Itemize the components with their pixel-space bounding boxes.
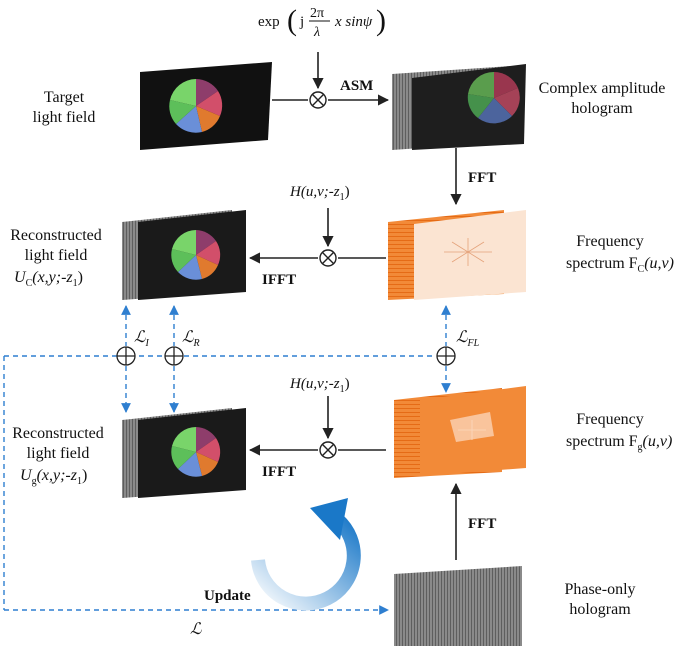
formula-j: j: [299, 14, 304, 30]
reconstructed-g-image: [122, 408, 246, 498]
update-cycle-icon: [251, 498, 361, 611]
label-loss-r: ℒR: [182, 329, 200, 349]
reconstructed-c-image: [122, 210, 246, 300]
label-phase-only-line1: Phase-only: [564, 581, 635, 598]
label-loss-i: ℒI: [134, 329, 150, 349]
formula-den: λ: [313, 25, 320, 40]
frequency-spectrum-c-image: [388, 210, 526, 300]
formula-paren-close: ): [376, 4, 386, 37]
label-freqg-line1: Frequency: [576, 411, 644, 428]
label-complex-line2: hologram: [571, 100, 633, 117]
label-reconc-line2: light field: [25, 247, 88, 264]
sum-node-i: [116, 346, 136, 366]
multiply-symbols: [309, 91, 337, 459]
label-reconc-line1: Reconstructed: [10, 227, 102, 244]
label-complex-line1: Complex amplitude: [539, 80, 666, 97]
label-fft-bottom: FFT: [468, 516, 496, 532]
label-freqc-line1: Frequency: [576, 233, 644, 250]
complex-amplitude-hologram-image: [392, 64, 526, 150]
formula-top: exp ( j 2π λ x sinψ ): [258, 4, 386, 40]
label-target-line2: light field: [33, 109, 96, 126]
loss-paths: [3, 305, 451, 615]
phase-only-hologram-image: [394, 566, 522, 646]
multiply-node-2: [319, 249, 337, 267]
formula-tail: x sinψ: [334, 14, 373, 30]
multiply-node-3: [319, 441, 337, 459]
frequency-spectrum-g-image: [394, 386, 526, 478]
label-ifft-bottom: IFFT: [262, 464, 296, 480]
label-update: Update: [204, 588, 251, 604]
label-recong-line2: light field: [27, 445, 90, 462]
label-target-line1: Target: [44, 89, 85, 106]
formula-exp: exp: [258, 14, 280, 30]
label-loss-total: ℒ: [190, 621, 202, 638]
label-freqc-line2: spectrum FC(u,v): [566, 255, 674, 275]
sum-symbols: [116, 346, 456, 366]
target-light-field-image: [140, 62, 272, 150]
label-freqg-line2: spectrum Fg(u,v): [566, 433, 672, 453]
label-ifft-top: IFFT: [262, 272, 296, 288]
label-fft-top: FFT: [468, 170, 496, 186]
label-h-top: H(u,v;-z1): [289, 184, 350, 203]
label-phase-only-line2: hologram: [569, 601, 631, 618]
formula-num: 2π: [310, 6, 324, 21]
label-recong-line1: Reconstructed: [12, 425, 104, 442]
sum-node-r: [164, 346, 184, 366]
label-asm: ASM: [340, 78, 373, 94]
formula-paren-open: (: [287, 4, 297, 37]
label-reconc-line3: UC(x,y;-z1): [14, 269, 83, 289]
label-loss-fl: ℒFL: [456, 329, 480, 349]
multiply-node-1: [309, 91, 327, 109]
flow-arrows: [248, 52, 462, 560]
label-h-bottom: H(u,v;-z1): [289, 376, 350, 395]
sum-node-fl: [436, 346, 456, 366]
label-recong-line3: Ug(x,y;-z1): [20, 467, 87, 487]
